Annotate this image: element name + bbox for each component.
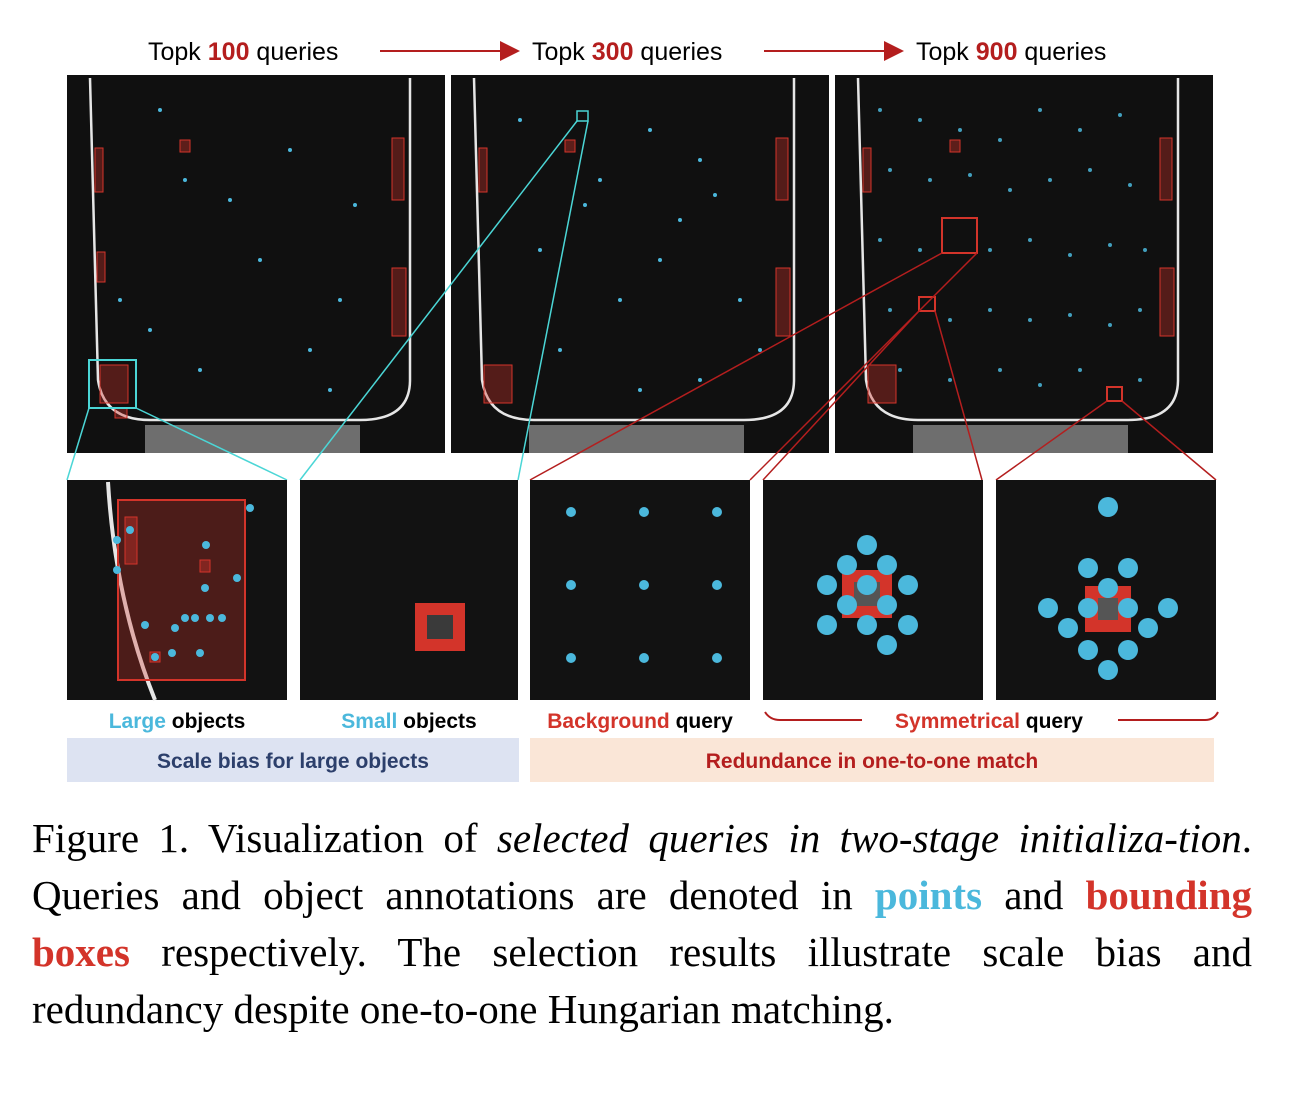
caption-text-4: respectively. The selection results illu…: [32, 929, 1252, 1032]
figure-number: Figure 1.: [32, 815, 190, 861]
panel-topk-100: [67, 75, 445, 453]
label-background-query: Background query: [547, 710, 733, 733]
label-small-objects: Small objects: [341, 710, 476, 733]
zoom-symmetrical-query-2: [996, 480, 1216, 700]
band-scale-bias-text: Scale bias for large objects: [157, 750, 429, 773]
band-redundance: [530, 738, 1214, 782]
bracket-left: [764, 711, 862, 721]
zoom-small-objects: [300, 480, 518, 700]
band-redundance-text: Redundance in one-to-one match: [706, 750, 1039, 773]
panel-topk-900: [835, 75, 1213, 453]
label-symmetrical-query: Symmetrical query: [895, 710, 1083, 733]
caption-text-1: Visualization of: [189, 815, 497, 861]
band-scale-bias: [67, 738, 519, 782]
title-topk-300: Topk 300 queries: [532, 38, 722, 66]
title-topk-100: Topk 100 queries: [148, 38, 338, 66]
zoom-symmetrical-query-1: [763, 480, 983, 700]
figure-graphic: Topk 100 queries Topk 300 queries Topk 9…: [66, 38, 1219, 782]
panel-topk-300: [451, 75, 829, 453]
caption-text-3: and: [982, 872, 1086, 918]
zoom-background-query: [530, 480, 750, 700]
figure-caption: Figure 1. Visualization of selected quer…: [32, 810, 1252, 1038]
title-topk-900: Topk 900 queries: [916, 38, 1106, 66]
caption-italic-1: selected queries in two-stage initializa…: [496, 815, 1242, 861]
caption-keyword-points: points: [874, 872, 983, 918]
caption-keyword-boxes: bounding boxes: [32, 872, 1252, 975]
bracket-right: [1118, 711, 1219, 721]
zoom-large-objects: [67, 480, 287, 701]
label-large-objects: Large objects: [109, 710, 246, 733]
caption-text-2: . Queries and object annotations are den…: [32, 815, 1252, 918]
